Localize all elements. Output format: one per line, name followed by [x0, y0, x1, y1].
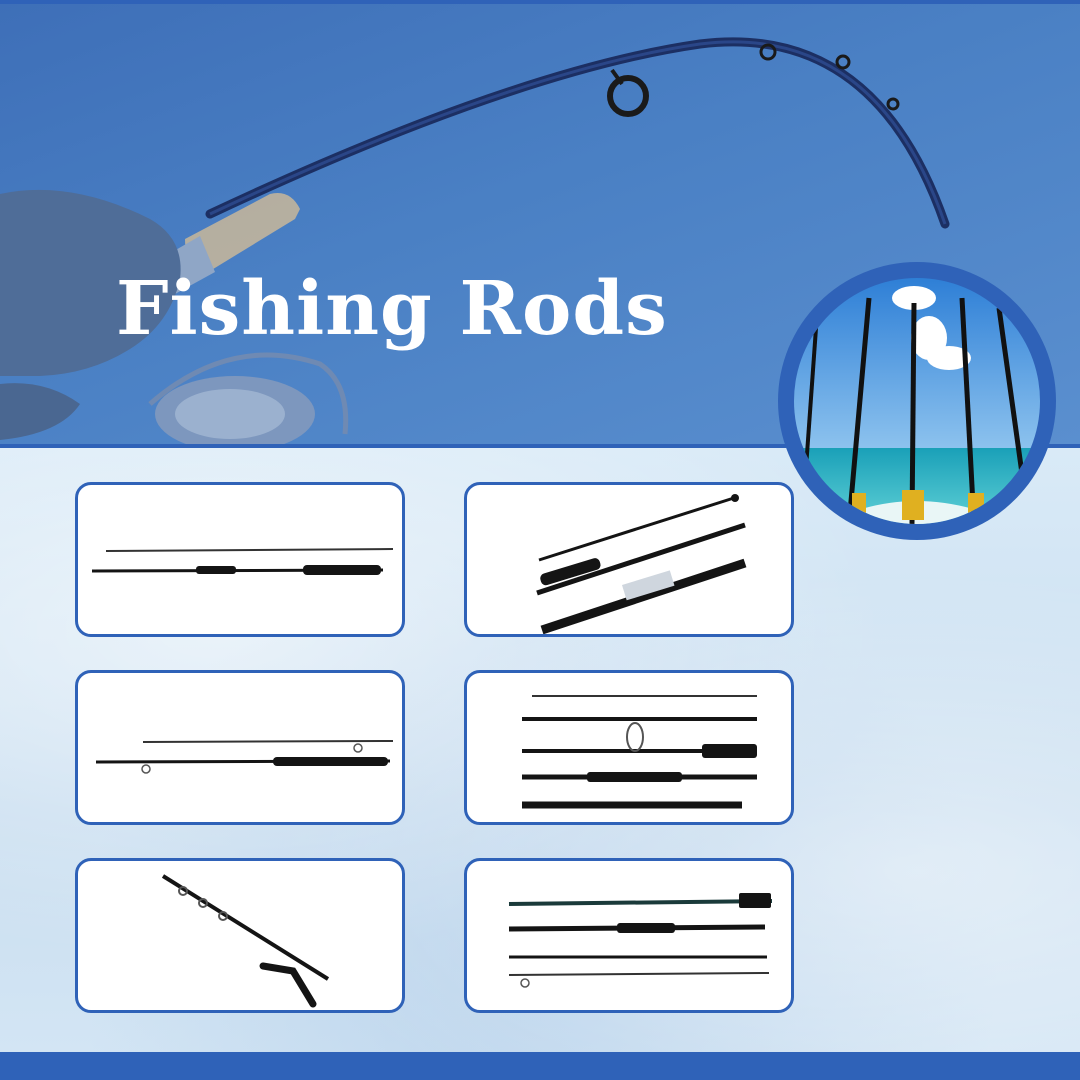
product-image-1: [91, 548, 394, 575]
product-card-6[interactable]: [464, 858, 794, 1013]
top-accent-bar: [0, 0, 1080, 4]
product-image-6: [508, 893, 773, 988]
product-card-1[interactable]: [75, 482, 405, 637]
boat-rods-image: [794, 278, 1040, 524]
product-image-4: [522, 695, 757, 809]
product-card-2[interactable]: [464, 482, 794, 637]
product-card-3[interactable]: [75, 670, 405, 825]
hero-divider: [0, 444, 1080, 448]
footer-bar: [0, 1052, 1080, 1080]
hero-rod-image: [0, 37, 950, 444]
product-image-2: [536, 494, 747, 634]
product-card-4[interactable]: [464, 670, 794, 825]
product-card-5[interactable]: [75, 858, 405, 1013]
featured-photo: [794, 278, 1040, 524]
page-title: Fishing Rods: [116, 266, 668, 352]
product-image-3: [95, 740, 394, 774]
featured-photo-frame: [778, 262, 1056, 540]
product-image-5: [161, 874, 330, 1008]
